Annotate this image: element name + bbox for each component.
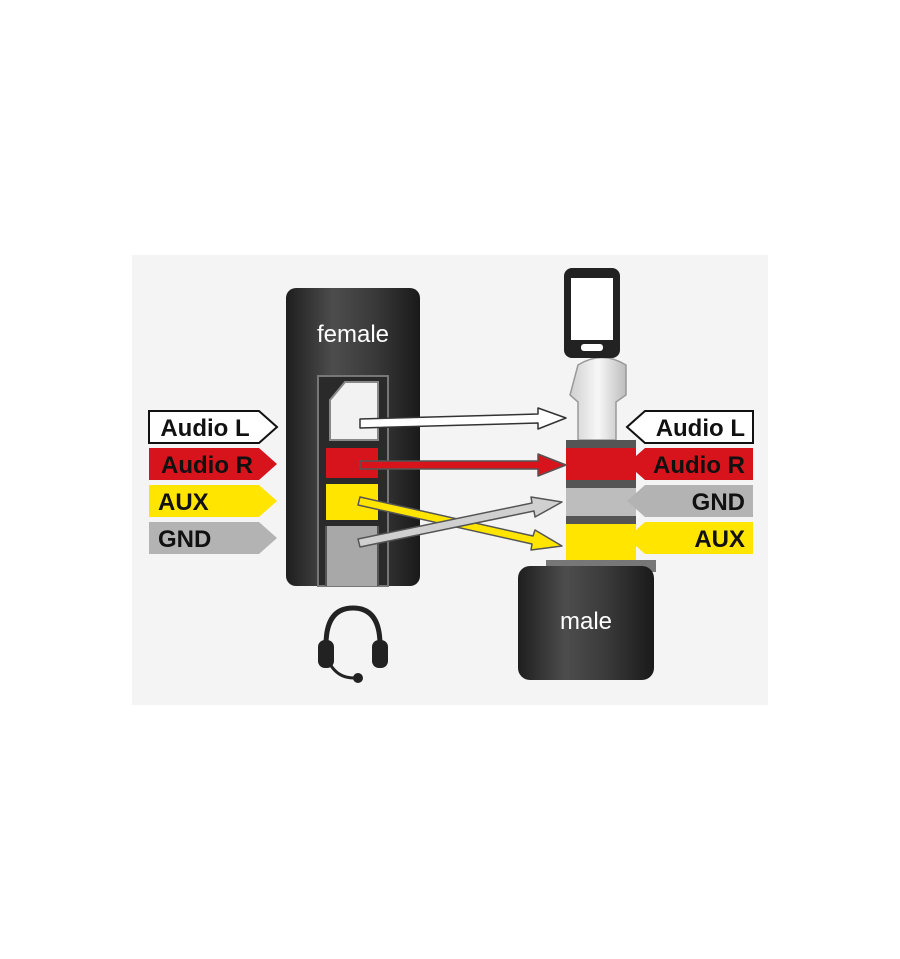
male-ring-aux [566, 524, 636, 560]
male-label-audio-r: Audio R [627, 448, 753, 480]
label-arrow [148, 410, 279, 444]
label-text: Audio L [160, 415, 249, 442]
label-text: Audio R [653, 452, 745, 479]
label-arrow [625, 410, 754, 444]
male-label-gnd: GND [627, 485, 753, 517]
male-label-audio-l: Audio L [625, 410, 754, 444]
arrow-shaft [359, 453, 567, 477]
label-text: AUX [694, 526, 745, 553]
label-arrow [627, 522, 753, 554]
female-connector: female [286, 288, 420, 587]
arrow-audio-r [359, 453, 567, 477]
arrow-shaft [359, 407, 567, 430]
label-text: GND [692, 489, 745, 516]
male-ring-audio-r [566, 448, 636, 480]
headset-icon [318, 605, 388, 683]
label-arrow [149, 485, 277, 517]
male-connector: male [518, 356, 656, 680]
label-arrow [627, 485, 753, 517]
label-arrow [149, 448, 277, 480]
arrow-audio-l [359, 407, 567, 430]
male-ring-gnd [566, 488, 636, 516]
label-text: AUX [158, 489, 209, 516]
label-text: Audio R [161, 452, 253, 479]
label-arrow [149, 522, 277, 554]
arrow-shaft [357, 496, 563, 548]
female-contact-gnd [326, 526, 378, 586]
smartphone-icon [564, 268, 620, 358]
male-ring-separator [566, 516, 636, 524]
female-label-aux: AUX [149, 485, 277, 517]
label-arrow [627, 448, 753, 480]
female-caption: female [317, 321, 389, 348]
label-text: GND [158, 526, 211, 553]
female-label-gnd: GND [149, 522, 277, 554]
label-text: Audio L [656, 415, 745, 442]
male-ring-separator [566, 480, 636, 488]
female-label-audio-l: Audio L [148, 410, 279, 444]
female-label-audio-r: Audio R [149, 448, 277, 480]
male-body [518, 566, 654, 680]
male-caption: male [560, 608, 612, 635]
arrow-gnd [357, 496, 563, 548]
female-socket-cavity [329, 381, 379, 441]
male-plug-tip [569, 356, 627, 441]
male-label-aux: AUX [627, 522, 753, 554]
male-ring-separator [566, 440, 636, 448]
